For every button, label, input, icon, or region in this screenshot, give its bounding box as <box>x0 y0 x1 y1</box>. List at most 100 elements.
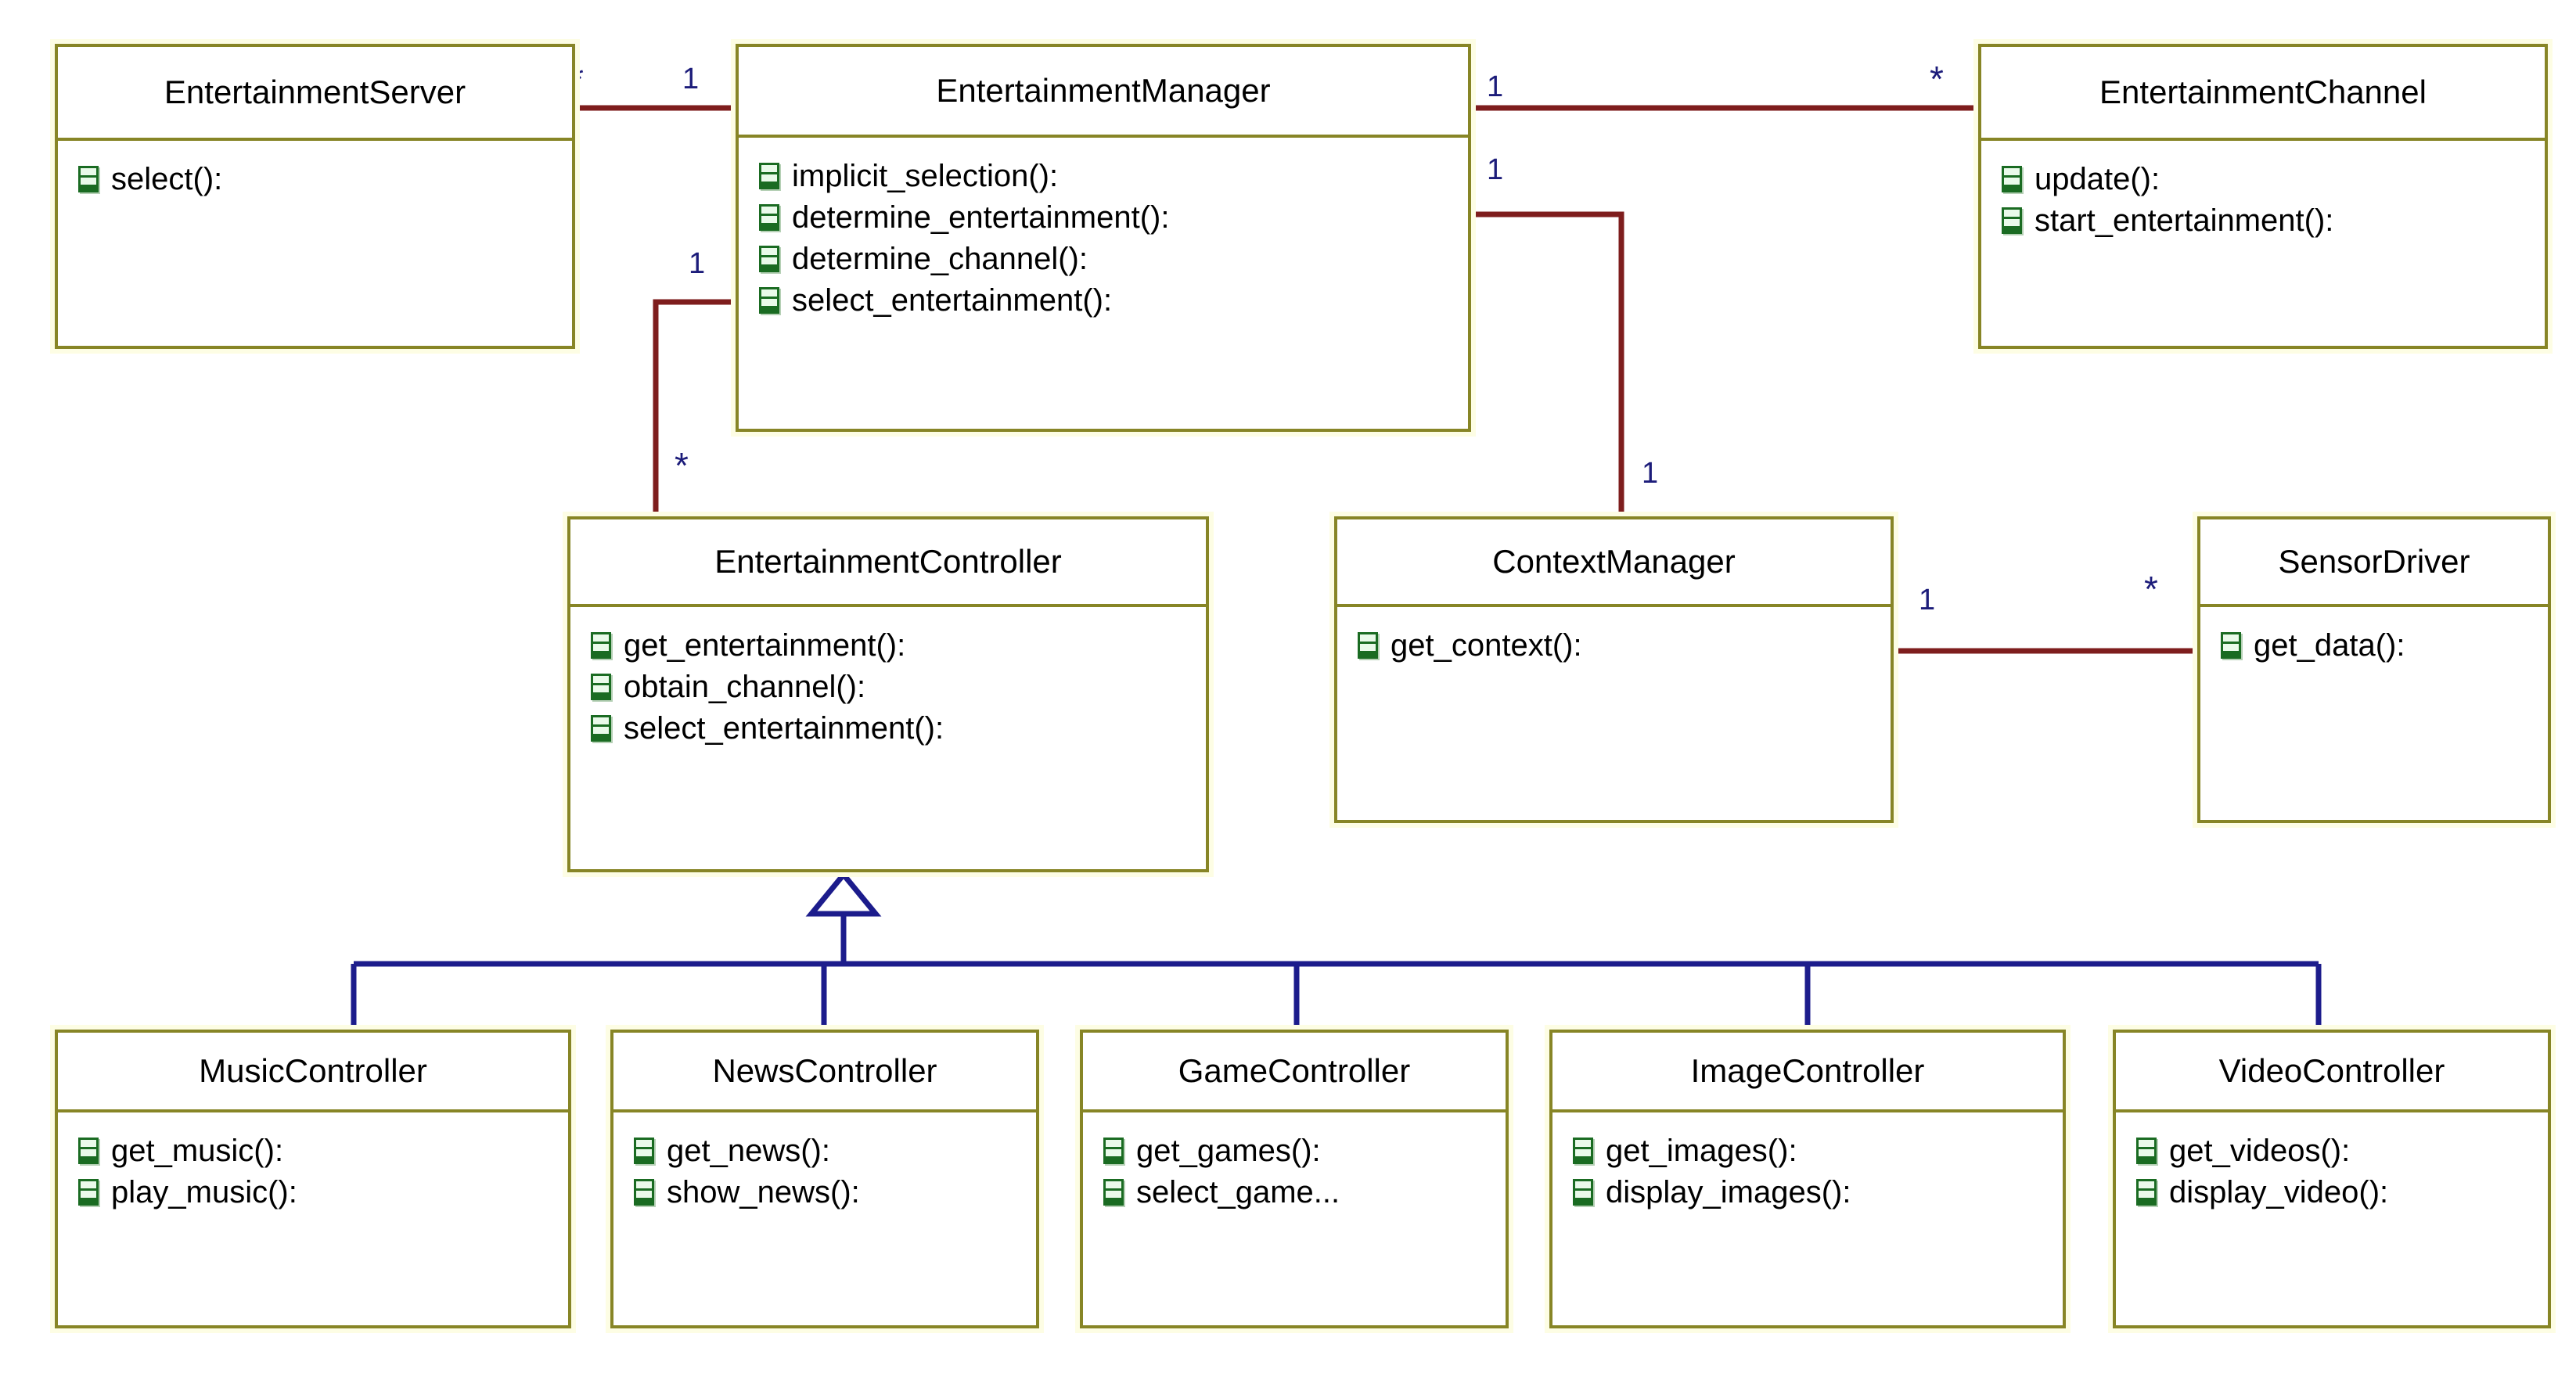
method-icon <box>2002 165 2022 192</box>
class-box-image-controller[interactable]: ImageController get_images(): display_im… <box>1549 1030 2066 1328</box>
class-members: get_data(): <box>2200 607 2548 820</box>
method-row: show_news(): <box>634 1171 1036 1213</box>
class-name: EntertainmentManager <box>936 71 1271 109</box>
class-box-context-manager[interactable]: ContextManager get_context(): <box>1334 516 1894 823</box>
method-row: update(): <box>2002 158 2545 199</box>
class-box-sensor-driver[interactable]: SensorDriver get_data(): <box>2197 516 2551 823</box>
method-row: display_video(): <box>2136 1171 2548 1213</box>
method-label: get_context(): <box>1391 627 1582 663</box>
method-icon <box>78 1178 99 1206</box>
method-icon <box>591 714 611 742</box>
method-row: determine_channel(): <box>759 238 1468 279</box>
method-label: display_images(): <box>1606 1174 1851 1209</box>
class-name-cell: GameController <box>1083 1033 1506 1112</box>
method-row: get_games(): <box>1103 1130 1506 1171</box>
method-icon <box>591 631 611 659</box>
multiplicity-label: * <box>1930 59 1944 99</box>
class-members: implicit_selection(): determine_entertai… <box>739 138 1468 429</box>
method-icon <box>1573 1137 1593 1164</box>
class-name: EntertainmentServer <box>164 73 466 110</box>
class-box-news-controller[interactable]: NewsController get_news(): show_news(): <box>610 1030 1039 1328</box>
method-row: select_entertainment(): <box>759 279 1468 321</box>
method-icon <box>2221 631 2241 659</box>
method-label: start_entertainment(): <box>2035 203 2334 238</box>
method-row: play_music(): <box>78 1171 568 1213</box>
class-name-cell: VideoController <box>2116 1033 2548 1112</box>
method-label: show_news(): <box>667 1174 860 1209</box>
multiplicity-label: 1 <box>1487 153 1504 186</box>
class-name-cell: MusicController <box>58 1033 568 1112</box>
method-row: get_context(): <box>1358 624 1891 666</box>
method-icon <box>759 245 779 272</box>
method-label: implicit_selection(): <box>792 158 1059 193</box>
multiplicity-label: 1 <box>1642 457 1659 490</box>
method-label: select_game... <box>1136 1174 1340 1209</box>
class-name: GameController <box>1178 1051 1411 1089</box>
class-members: get_videos(): display_video(): <box>2116 1112 2548 1325</box>
class-box-entertainment-channel[interactable]: EntertainmentChannel update(): start_ent… <box>1978 44 2548 349</box>
method-icon <box>759 162 779 189</box>
class-name-cell: EntertainmentController <box>570 519 1206 607</box>
class-box-video-controller[interactable]: VideoController get_videos(): display_vi… <box>2113 1030 2551 1328</box>
method-icon <box>78 1137 99 1164</box>
class-name: EntertainmentChannel <box>2099 73 2427 110</box>
method-row: get_music(): <box>78 1130 568 1171</box>
method-label: select_entertainment(): <box>624 710 944 746</box>
class-name-cell: EntertainmentServer <box>58 47 572 141</box>
multiplicity-label: 1 <box>1919 584 1936 616</box>
class-name-cell: SensorDriver <box>2200 519 2548 607</box>
method-label: update(): <box>2035 161 2160 196</box>
multiplicity-label: 1 <box>1487 70 1504 103</box>
method-label: get_videos(): <box>2169 1133 2351 1168</box>
method-label: display_video(): <box>2169 1174 2389 1209</box>
method-row: get_entertainment(): <box>591 624 1206 666</box>
multiplicity-label: 1 <box>689 247 706 280</box>
class-box-music-controller[interactable]: MusicController get_music(): play_music(… <box>55 1030 571 1328</box>
method-row: obtain_channel(): <box>591 666 1206 707</box>
method-row: get_videos(): <box>2136 1130 2548 1171</box>
method-row: get_images(): <box>1573 1130 2063 1171</box>
class-members: update(): start_entertainment(): <box>1981 141 2545 346</box>
class-name-cell: ImageController <box>1552 1033 2063 1112</box>
class-name: VideoController <box>2218 1051 2445 1089</box>
method-icon <box>2136 1137 2157 1164</box>
method-icon <box>1573 1178 1593 1206</box>
class-box-game-controller[interactable]: GameController get_games(): select_game.… <box>1080 1030 1509 1328</box>
class-name: MusicController <box>199 1051 427 1089</box>
method-icon <box>2136 1178 2157 1206</box>
class-name: NewsController <box>712 1051 937 1089</box>
method-icon <box>634 1137 654 1164</box>
method-label: get_images(): <box>1606 1133 1797 1168</box>
class-name-cell: EntertainmentManager <box>739 47 1468 138</box>
multiplicity-label: * <box>675 445 689 486</box>
class-members: get_music(): play_music(): <box>58 1112 568 1325</box>
method-row: select_entertainment(): <box>591 707 1206 749</box>
class-name: ContextManager <box>1492 542 1736 580</box>
method-label: get_music(): <box>111 1133 284 1168</box>
class-members: get_images(): display_images(): <box>1552 1112 2063 1325</box>
class-members: get_news(): show_news(): <box>613 1112 1036 1325</box>
class-name-cell: EntertainmentChannel <box>1981 47 2545 141</box>
multiplicity-label: 1 <box>682 63 700 95</box>
method-label: determine_entertainment(): <box>792 199 1170 235</box>
class-name: ImageController <box>1690 1051 1925 1089</box>
method-icon <box>591 673 611 700</box>
method-row: display_images(): <box>1573 1171 2063 1213</box>
class-name: SensorDriver <box>2278 542 2470 580</box>
method-row: select(): <box>78 158 572 199</box>
method-label: select(): <box>111 161 223 196</box>
method-label: get_entertainment(): <box>624 627 906 663</box>
method-icon <box>759 286 779 314</box>
generalization-triangle-icon <box>805 870 882 917</box>
method-row: start_entertainment(): <box>2002 199 2545 241</box>
method-label: determine_channel(): <box>792 241 1088 276</box>
method-row: determine_entertainment(): <box>759 196 1468 238</box>
class-members: get_context(): <box>1337 607 1891 820</box>
method-label: play_music(): <box>111 1174 297 1209</box>
class-box-entertainment-controller[interactable]: EntertainmentController get_entertainmen… <box>567 516 1209 872</box>
class-box-entertainment-manager[interactable]: EntertainmentManager implicit_selection(… <box>736 44 1471 432</box>
method-row: get_news(): <box>634 1130 1036 1171</box>
method-row: select_game... <box>1103 1171 1506 1213</box>
class-box-entertainment-server[interactable]: EntertainmentServer select(): <box>55 44 575 349</box>
